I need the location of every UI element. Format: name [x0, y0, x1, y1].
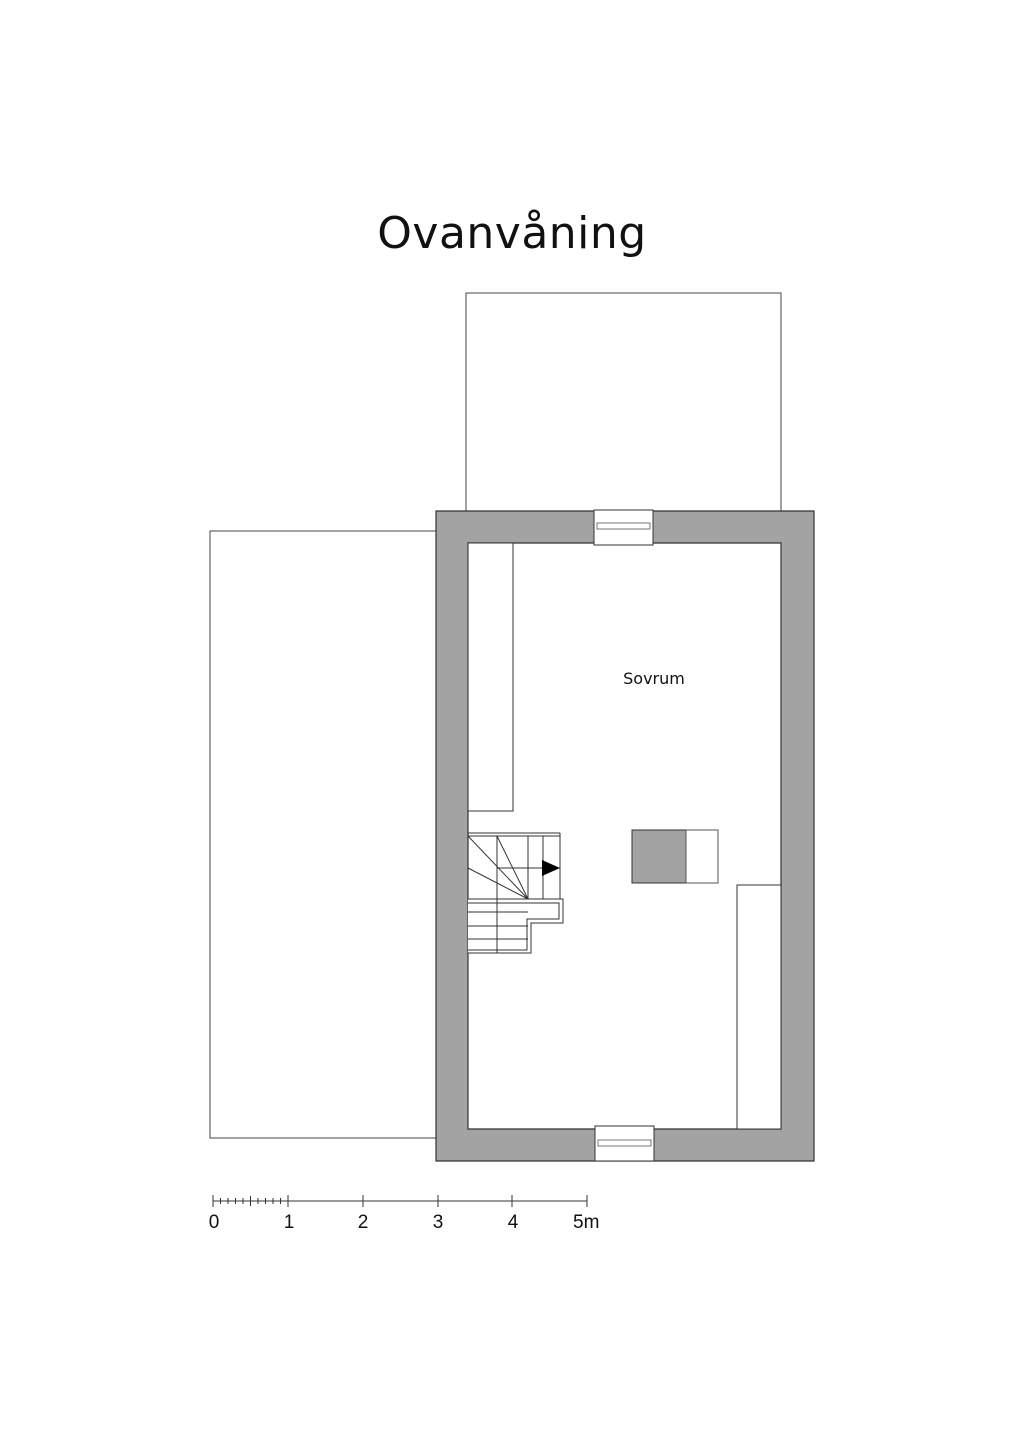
scale-label-3: 3 [433, 1212, 444, 1233]
chimney [631, 829, 719, 884]
floor-title: Ovanvåning [377, 208, 647, 259]
wardrobe-left [467, 542, 514, 812]
room-label-sovrum: Sovrum [623, 669, 685, 688]
window-top [593, 509, 654, 546]
window-bottom [594, 1125, 655, 1162]
scale-label-5m: 5m [573, 1212, 599, 1233]
stair-direction-arrow-icon [542, 860, 560, 876]
scale-label-4: 4 [508, 1212, 519, 1233]
scale-bar [212, 1195, 588, 1207]
scale-label-1: 1 [284, 1212, 295, 1233]
scale-label-0: 0 [209, 1212, 220, 1233]
top-outline-area [465, 292, 782, 512]
scale-label-2: 2 [358, 1212, 369, 1233]
left-outline-area [209, 530, 437, 1139]
staircase [467, 832, 564, 954]
wardrobe-right [736, 884, 782, 1130]
